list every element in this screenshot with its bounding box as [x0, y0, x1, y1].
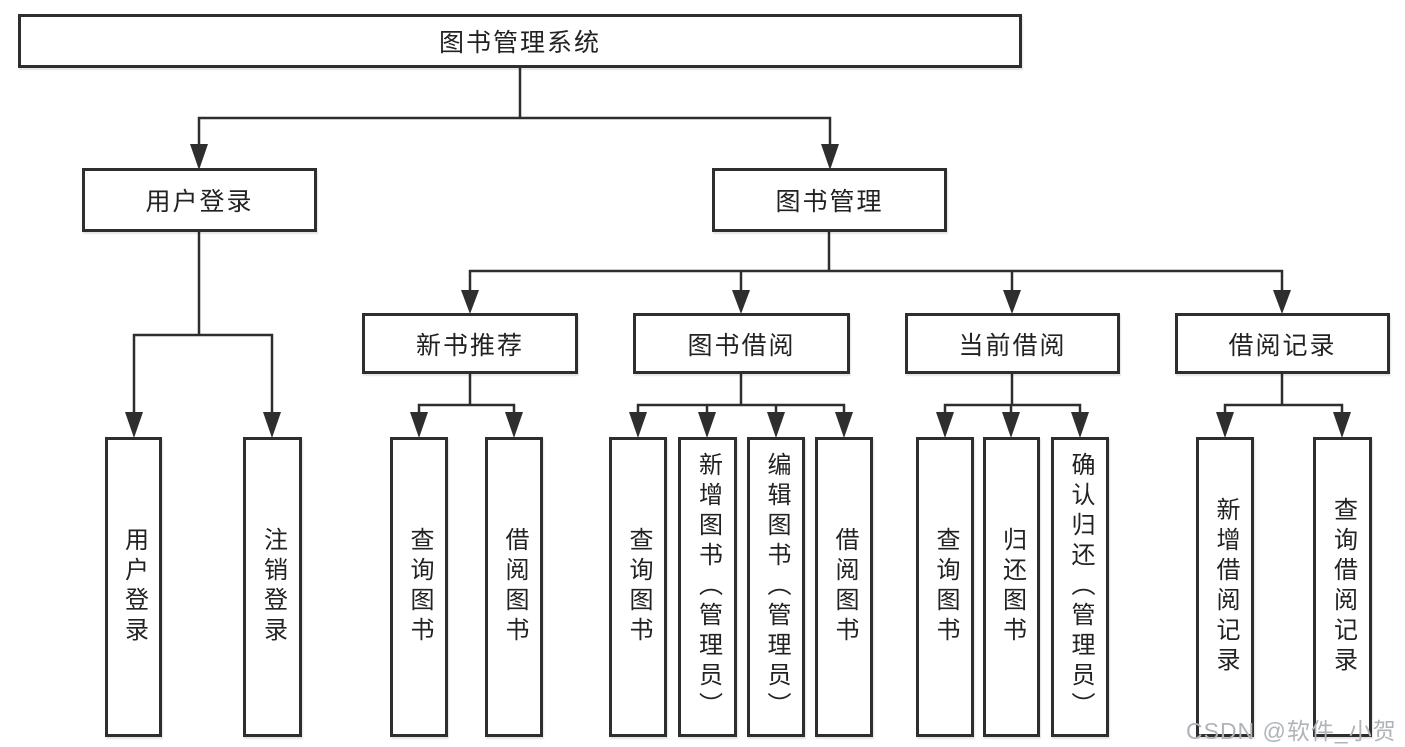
- leaf-query-books-recommend: 查询图书: [390, 437, 448, 737]
- leaf-user-login: 用户登录: [105, 437, 162, 737]
- node-book-borrowing: 图书借阅: [633, 313, 850, 374]
- leaf-query-books-current: 查询图书: [916, 437, 974, 737]
- watermark: CSDN @软件_小贺同学: [1186, 718, 1397, 744]
- leaf-return-books: 归还图书: [983, 437, 1040, 737]
- leaf-borrow-books: 借阅图书: [815, 437, 873, 737]
- flow-line: [132, 66, 1344, 422]
- leaf-confirm-return-admin: 确认归还（管理员）: [1051, 437, 1109, 737]
- leaf-add-borrow-record: 新增借阅记录: [1196, 437, 1254, 737]
- leaf-add-books-admin: 新增图书（管理员）: [678, 437, 737, 737]
- node-library-management-system: 图书管理系统: [18, 14, 1022, 68]
- node-current-borrowing: 当前借阅: [905, 313, 1120, 374]
- leaf-borrow-books-recommend: 借阅图书: [485, 437, 543, 737]
- node-user-login: 用户登录: [82, 168, 317, 232]
- arrowheads: [125, 144, 1351, 438]
- leaf-query-borrow-record: 查询借阅记录: [1313, 437, 1372, 737]
- leaf-edit-books-admin: 编辑图书（管理员）: [747, 437, 805, 737]
- node-book-management: 图书管理: [712, 168, 947, 232]
- leaf-logout: 注销登录: [243, 437, 302, 737]
- leaf-query-books-borrow: 查询图书: [609, 437, 667, 737]
- node-new-book-recommendation: 新书推荐: [362, 313, 578, 374]
- node-borrowing-records: 借阅记录: [1175, 313, 1390, 374]
